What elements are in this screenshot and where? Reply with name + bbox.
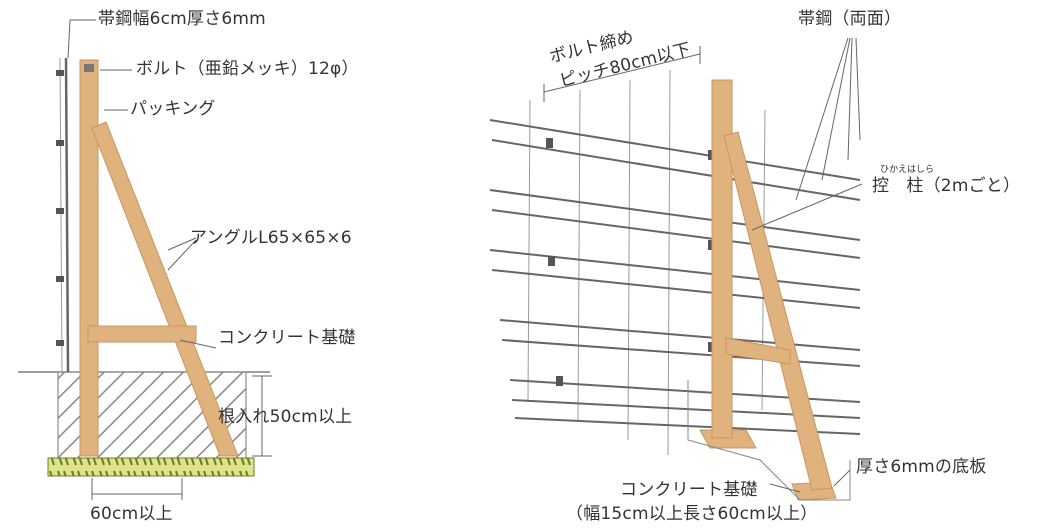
panel-bolts — [56, 70, 64, 346]
label-concrete-spec: （幅15cm以上長さ60cm以上） — [566, 504, 818, 524]
label-width: 60cm以上 — [90, 504, 173, 524]
right-perspective-view — [489, 37, 863, 501]
label-angle: アングルL65×65×6 — [190, 228, 352, 248]
label-strip-both: 帯鋼（両面） — [798, 9, 902, 29]
label-strip-steel: 帯鋼幅6cm厚さ6mm — [98, 9, 266, 29]
gravel-base — [47, 457, 255, 477]
left-section-view — [18, 19, 272, 500]
left-post — [79, 59, 99, 457]
label-brace-post: 控 柱（2mごと） — [872, 176, 1021, 196]
pitch-dimension — [543, 46, 701, 102]
right-brace — [723, 131, 833, 491]
label-embed-depth: 根入れ50cm以上 — [218, 407, 353, 427]
label-concrete-left: コンクリート基礎 — [218, 328, 356, 348]
right-leader-lines — [751, 37, 863, 493]
label-base-plate: 厚さ6mmの底板 — [856, 457, 987, 477]
label-packing: パッキング — [130, 99, 216, 119]
fence-panel-face — [59, 57, 63, 373]
post-bolt — [84, 64, 94, 72]
label-brace-post-ruby: ひかえはしら — [880, 165, 935, 175]
right-foundation-outline — [687, 380, 851, 501]
label-bolt: ボルト（亜鉛メッキ）12φ） — [136, 59, 359, 79]
label-concrete-right: コンクリート基礎 — [620, 480, 758, 500]
right-post — [711, 79, 733, 439]
left-crossbar — [87, 325, 197, 343]
fence-panel-edge — [64, 57, 70, 373]
left-leader-lines — [67, 19, 272, 500]
left-brace — [91, 121, 239, 457]
right-crossbar — [725, 337, 791, 365]
